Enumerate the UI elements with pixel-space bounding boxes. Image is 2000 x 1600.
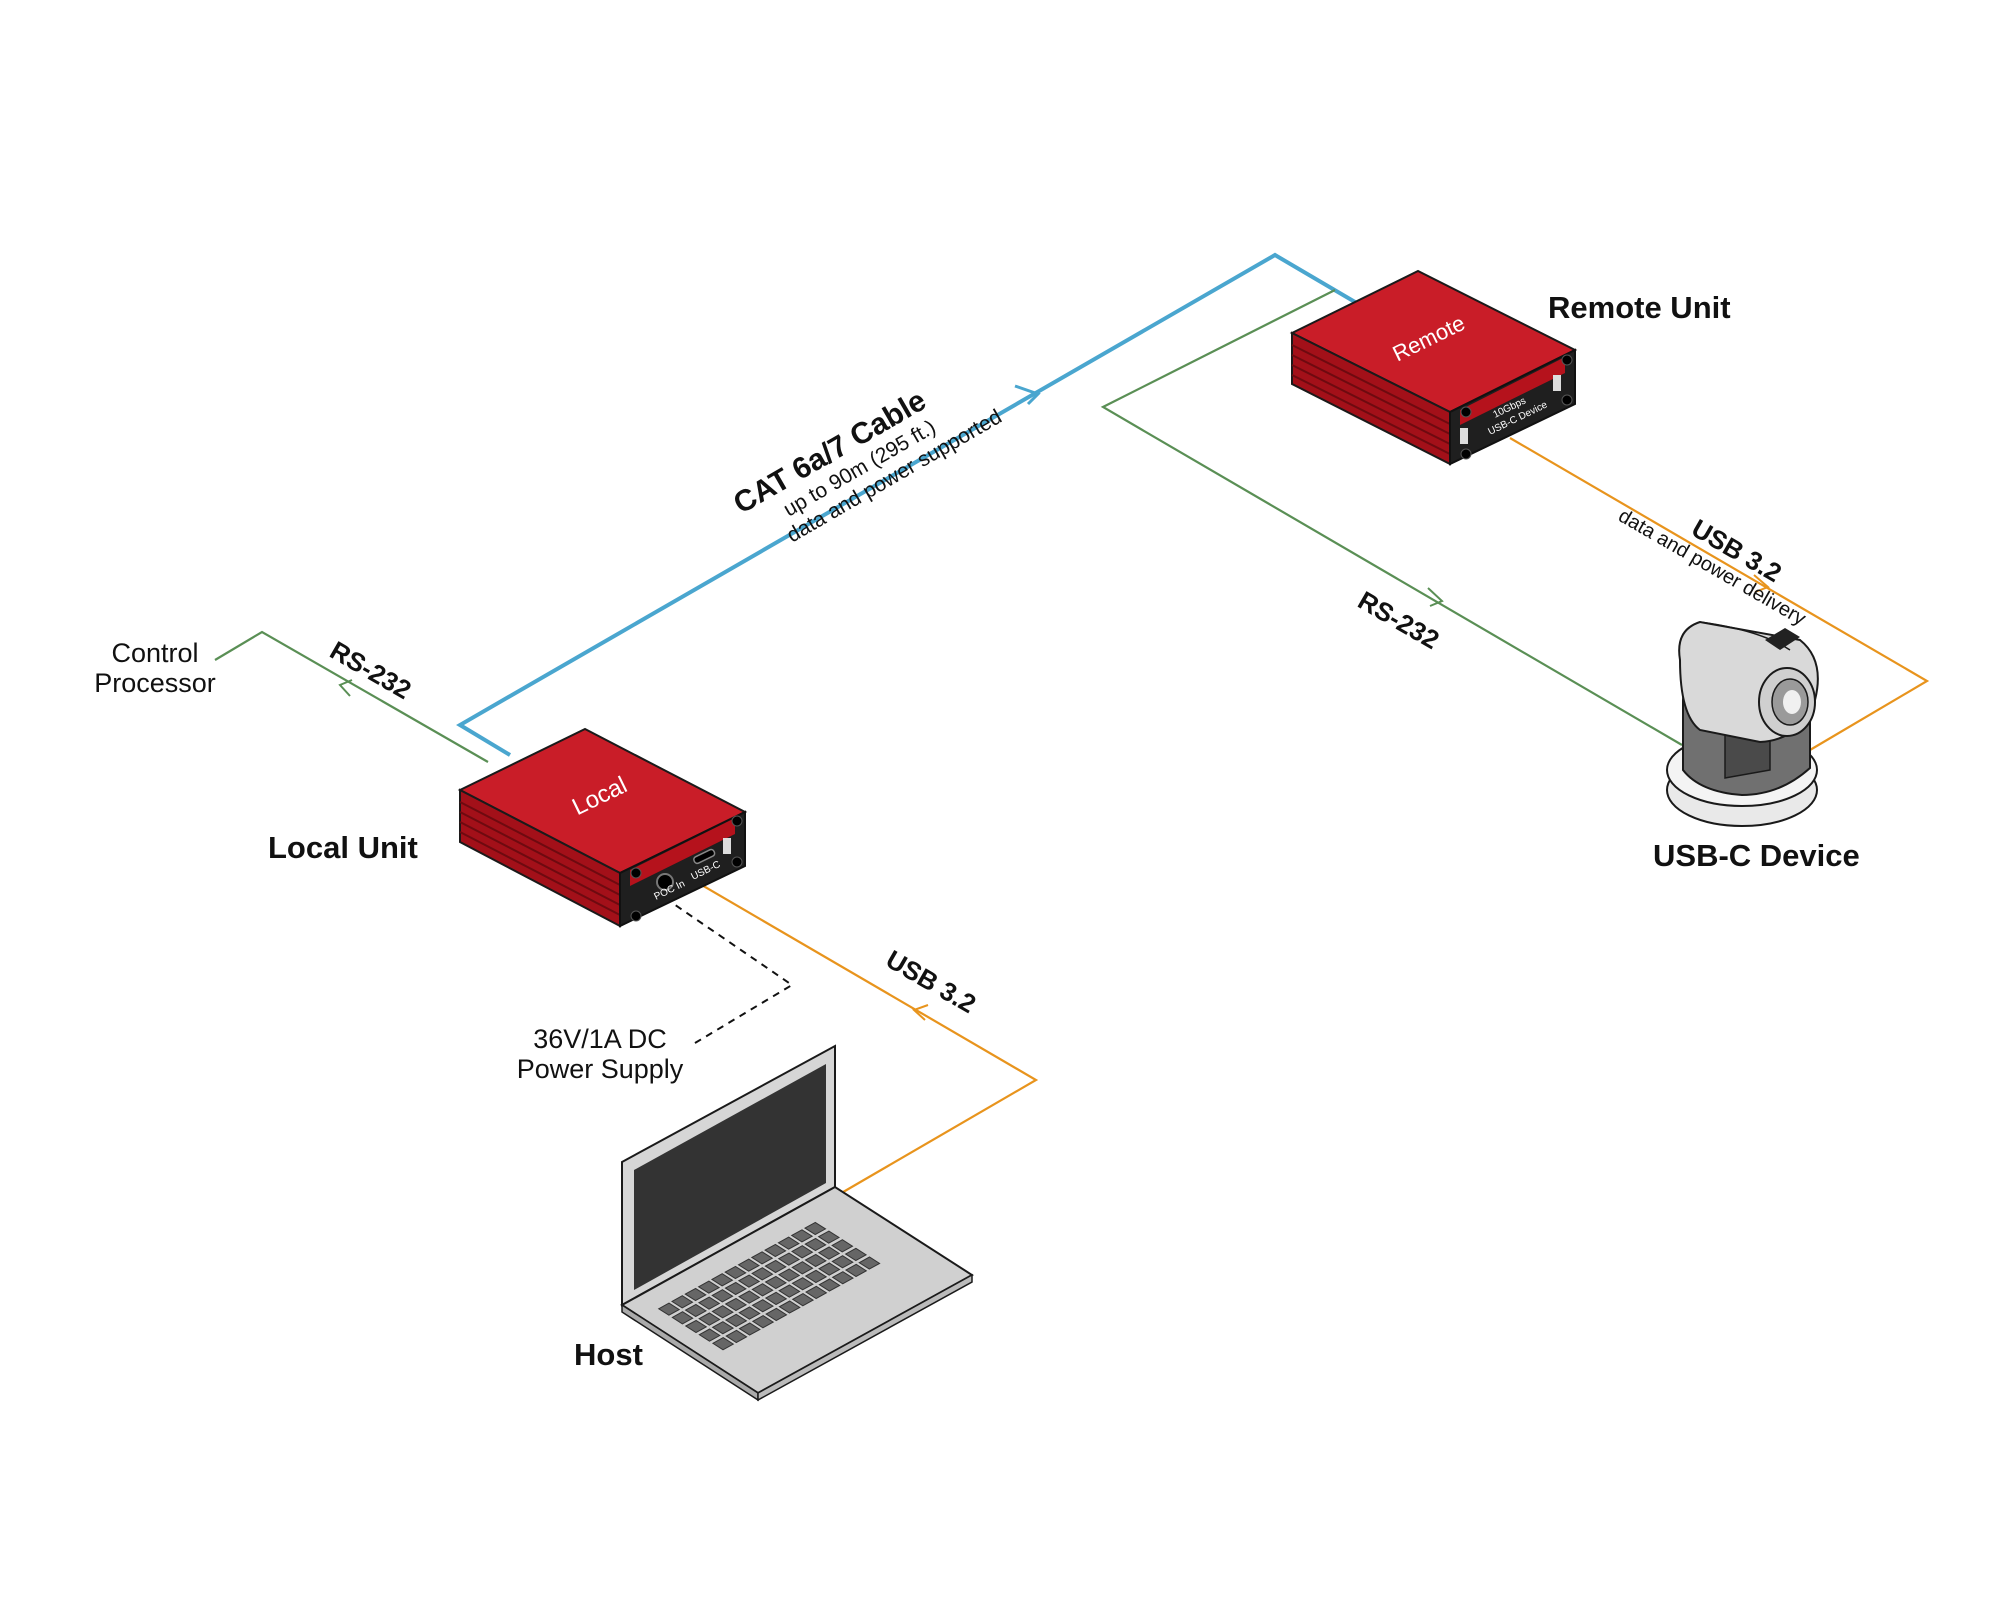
laptop-key xyxy=(751,1283,774,1297)
local-unit: Local POC In USB-C xyxy=(457,727,748,928)
laptop-key xyxy=(804,1221,827,1236)
usb-c-device-title: USB-C Device xyxy=(1653,838,1860,873)
laptop-key xyxy=(711,1321,735,1335)
power-line-1: 36V/1A DC xyxy=(533,1024,667,1054)
remote-unit-title: Remote Unit xyxy=(1548,290,1731,325)
laptop-key xyxy=(750,1251,774,1265)
usb-remote-arrow xyxy=(1753,574,1770,593)
control-processor-label: Control Processor xyxy=(80,638,230,698)
laptop-key xyxy=(724,1281,747,1296)
laptop-key xyxy=(698,1328,721,1342)
cat-cable-arrow xyxy=(1014,384,1041,406)
laptop-key xyxy=(831,1255,854,1269)
laptop-key xyxy=(818,1278,841,1292)
laptop-key xyxy=(724,1297,748,1312)
laptop-key xyxy=(791,1261,814,1275)
control-line-1: Control xyxy=(111,638,199,668)
laptop-key xyxy=(777,1252,801,1266)
laptop-key xyxy=(751,1315,775,1329)
rs232-local-arrow xyxy=(338,679,353,697)
power-supply-label: 36V/1A DC Power Supply xyxy=(500,1024,700,1084)
laptop-key xyxy=(764,1259,787,1274)
laptop-key xyxy=(738,1306,761,1320)
laptop-key xyxy=(764,1291,788,1306)
laptop-key xyxy=(737,1258,760,1272)
laptop-key xyxy=(710,1273,734,1287)
laptop-key xyxy=(778,1284,801,1298)
laptop-key xyxy=(764,1243,787,1258)
laptop-key xyxy=(778,1300,801,1314)
cat-cable-line xyxy=(456,252,1357,757)
host-title: Host xyxy=(574,1337,643,1372)
laptop-key xyxy=(711,1289,734,1303)
laptop-key xyxy=(738,1290,761,1304)
laptop-key xyxy=(684,1319,708,1334)
usb-remote-line xyxy=(1509,437,1930,751)
laptop-key xyxy=(698,1312,721,1326)
laptop-key xyxy=(791,1245,814,1259)
laptop-key xyxy=(738,1322,761,1336)
power-line-2: Power Supply xyxy=(516,1054,684,1084)
control-line-2: Processor xyxy=(94,668,216,698)
rs232-remote-line xyxy=(1100,289,1683,746)
laptop-key xyxy=(817,1230,840,1244)
rs232-local-line xyxy=(214,630,489,763)
usb-c-device-icon xyxy=(1666,620,1819,827)
laptop-key xyxy=(711,1305,734,1319)
laptop-key xyxy=(751,1267,774,1281)
laptop-key xyxy=(697,1280,721,1294)
laptop-key xyxy=(791,1277,814,1291)
laptop-key xyxy=(737,1274,761,1288)
laptop-key xyxy=(765,1307,788,1322)
laptop-key xyxy=(724,1265,747,1280)
laptop-key xyxy=(724,1313,748,1328)
laptop-key xyxy=(671,1311,694,1325)
laptop-key xyxy=(804,1253,827,1268)
laptop-key xyxy=(764,1275,787,1290)
laptop-key xyxy=(777,1268,801,1282)
remote-unit: Remote 10Gbps USB-C Device xyxy=(1289,269,1578,466)
laptop-key xyxy=(791,1293,815,1307)
laptop-key xyxy=(805,1285,828,1300)
laptop-key xyxy=(831,1271,854,1285)
host-laptop-icon xyxy=(620,1044,974,1402)
laptop-key xyxy=(751,1299,774,1313)
laptop-key xyxy=(804,1269,828,1284)
laptop-key xyxy=(657,1302,681,1316)
laptop-key xyxy=(804,1237,827,1252)
local-unit-title: Local Unit xyxy=(268,830,418,865)
laptop-key xyxy=(818,1262,841,1276)
usb-local-line xyxy=(699,883,1039,1196)
laptop-key xyxy=(777,1236,800,1250)
laptop-key xyxy=(817,1246,841,1260)
laptop-key xyxy=(671,1295,694,1309)
laptop-key xyxy=(725,1329,748,1344)
laptop-key xyxy=(684,1287,707,1302)
usb-local-arrow xyxy=(912,1004,929,1021)
laptop-key xyxy=(844,1263,868,1278)
rs232-remote-arrow xyxy=(1427,587,1444,607)
laptop-key xyxy=(844,1247,868,1262)
laptop-key xyxy=(684,1303,707,1318)
laptop-key xyxy=(858,1256,881,1270)
laptop-key xyxy=(831,1239,854,1253)
laptop-key xyxy=(711,1337,735,1351)
laptop-key xyxy=(790,1229,814,1243)
laptop-key xyxy=(697,1296,721,1310)
